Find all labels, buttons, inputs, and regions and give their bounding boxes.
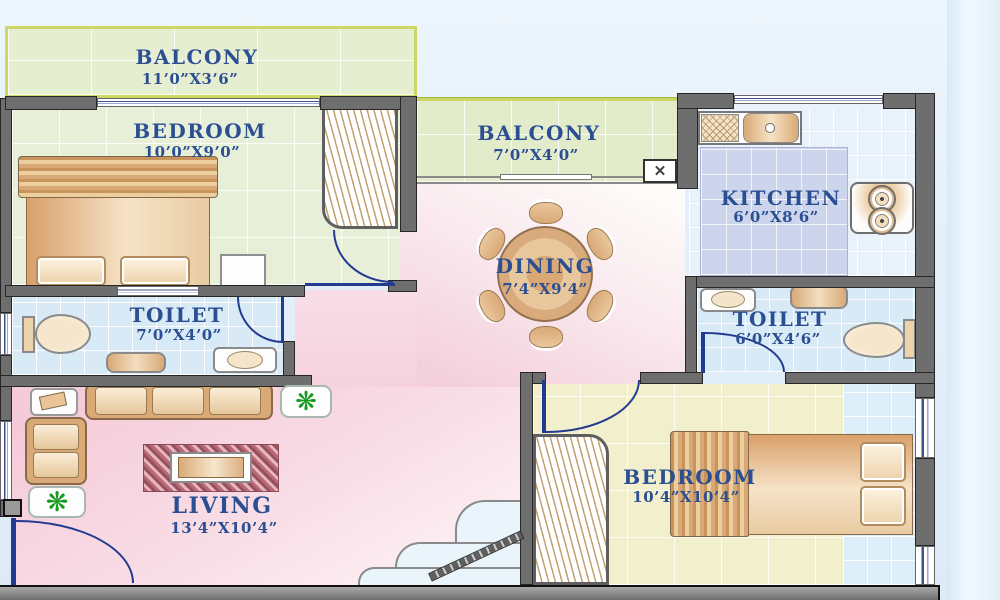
- bed1-pillow-left: [36, 256, 106, 286]
- sofa-cushion: [209, 387, 261, 415]
- bedroom2-dims: 10’4”X10’4”: [632, 488, 740, 506]
- dining-chair: [529, 326, 563, 348]
- toilet1-counter: [106, 352, 166, 373]
- kitchen-sink-drain: [765, 123, 775, 133]
- wall: [400, 96, 417, 232]
- balcony2-label: BALCONY: [477, 121, 601, 145]
- living-dims: 13’4”X10’4”: [170, 519, 278, 537]
- window: [915, 546, 935, 585]
- wall: [915, 93, 935, 278]
- wall: [685, 276, 935, 288]
- door-hinge-block: [3, 499, 22, 517]
- coffee-table-top: [178, 457, 244, 478]
- balcony1-floor: [5, 26, 417, 98]
- toilet1-wc-tank: [22, 316, 35, 353]
- plant-icon: ❋: [45, 486, 69, 518]
- window: [734, 95, 883, 104]
- toilet2-wc-bowl: [843, 322, 905, 358]
- wardrobe2: [533, 434, 609, 585]
- dining-chair: [529, 202, 563, 224]
- balcony2-dims: 7’0”X4’0”: [493, 146, 579, 164]
- balcony1-dims: 11’0”X3’6”: [141, 70, 239, 88]
- plant-pot: ❋: [28, 486, 86, 518]
- balcony1-label: BALCONY: [135, 45, 259, 69]
- bedroom2-door-leaf: [542, 380, 546, 433]
- wall: [283, 341, 295, 377]
- toilet1-wc-bowl: [35, 314, 91, 354]
- toilet1-basin-bowl: [227, 351, 263, 369]
- wall: [785, 372, 935, 384]
- window: [117, 286, 199, 296]
- wall: [915, 458, 935, 546]
- sofa-cushion: [95, 387, 147, 415]
- toilet2-counter: [790, 285, 848, 309]
- toilet1-label: TOILET: [129, 303, 225, 327]
- balcony2-railing: [417, 97, 677, 101]
- wall: [520, 372, 533, 585]
- kitchen-drainboard: [701, 114, 739, 142]
- wall: [640, 372, 703, 384]
- wall: [388, 280, 417, 292]
- window: [915, 398, 935, 458]
- living-label: LIVING: [171, 493, 273, 519]
- kitchen-label: KITCHEN: [720, 186, 842, 210]
- kitchen-platform: [700, 147, 848, 276]
- toilet2-door-leaf: [701, 332, 705, 373]
- balcony2-bottom-rail: [417, 182, 677, 184]
- bed2-pillow-bottom: [860, 486, 906, 526]
- wall: [0, 355, 12, 421]
- toilet2-basin-bowl: [711, 291, 745, 308]
- window: [97, 98, 320, 107]
- bedroom1-label: BEDROOM: [133, 119, 267, 143]
- wall: [0, 98, 12, 313]
- background-right-strip: [947, 0, 1000, 600]
- dining-table: [497, 226, 593, 322]
- entrance-door-leaf: [11, 518, 16, 585]
- column-marker: ✕: [643, 159, 677, 183]
- column-x-icon: ✕: [653, 162, 667, 180]
- window: [0, 313, 12, 355]
- loveseat-cushion: [33, 424, 79, 450]
- balcony2-sliding-panel: [500, 174, 592, 180]
- sofa-cushion: [152, 387, 204, 415]
- window: [0, 421, 12, 500]
- passage-floor: [295, 290, 417, 387]
- bedroom1-dims: 10’0”X9’0”: [143, 143, 241, 161]
- wall: [0, 375, 312, 387]
- loveseat-cushion: [33, 452, 79, 478]
- wardrobe1: [322, 107, 398, 229]
- bed2-headboard: [670, 431, 750, 537]
- balcony2-floor: [417, 99, 677, 182]
- toilet2-dims: 6’0”X4’6”: [735, 330, 821, 348]
- kitchen-dims: 6’0”X8’6”: [733, 208, 819, 226]
- bedroom2-label: BEDROOM: [623, 465, 757, 489]
- wall: [5, 96, 97, 110]
- stove-burner: [868, 207, 896, 235]
- bed2-pillow-top: [860, 442, 906, 482]
- plant-pot: ❋: [280, 385, 332, 418]
- dining-dims: 7’4”X9’4”: [502, 280, 588, 298]
- bed1-headboard: [18, 156, 218, 198]
- toilet2-label: TOILET: [732, 307, 828, 331]
- toilet1-dims: 7’0”X4’0”: [136, 326, 222, 344]
- bed1-side-table: [220, 254, 266, 288]
- bedroom1-door-leaf: [305, 283, 395, 286]
- plant-icon: ❋: [295, 386, 317, 417]
- dining-label: DINING: [495, 254, 595, 278]
- bottom-wall: [0, 585, 940, 600]
- wall: [685, 276, 697, 374]
- bed1-pillow-right: [120, 256, 190, 286]
- wall: [677, 93, 734, 109]
